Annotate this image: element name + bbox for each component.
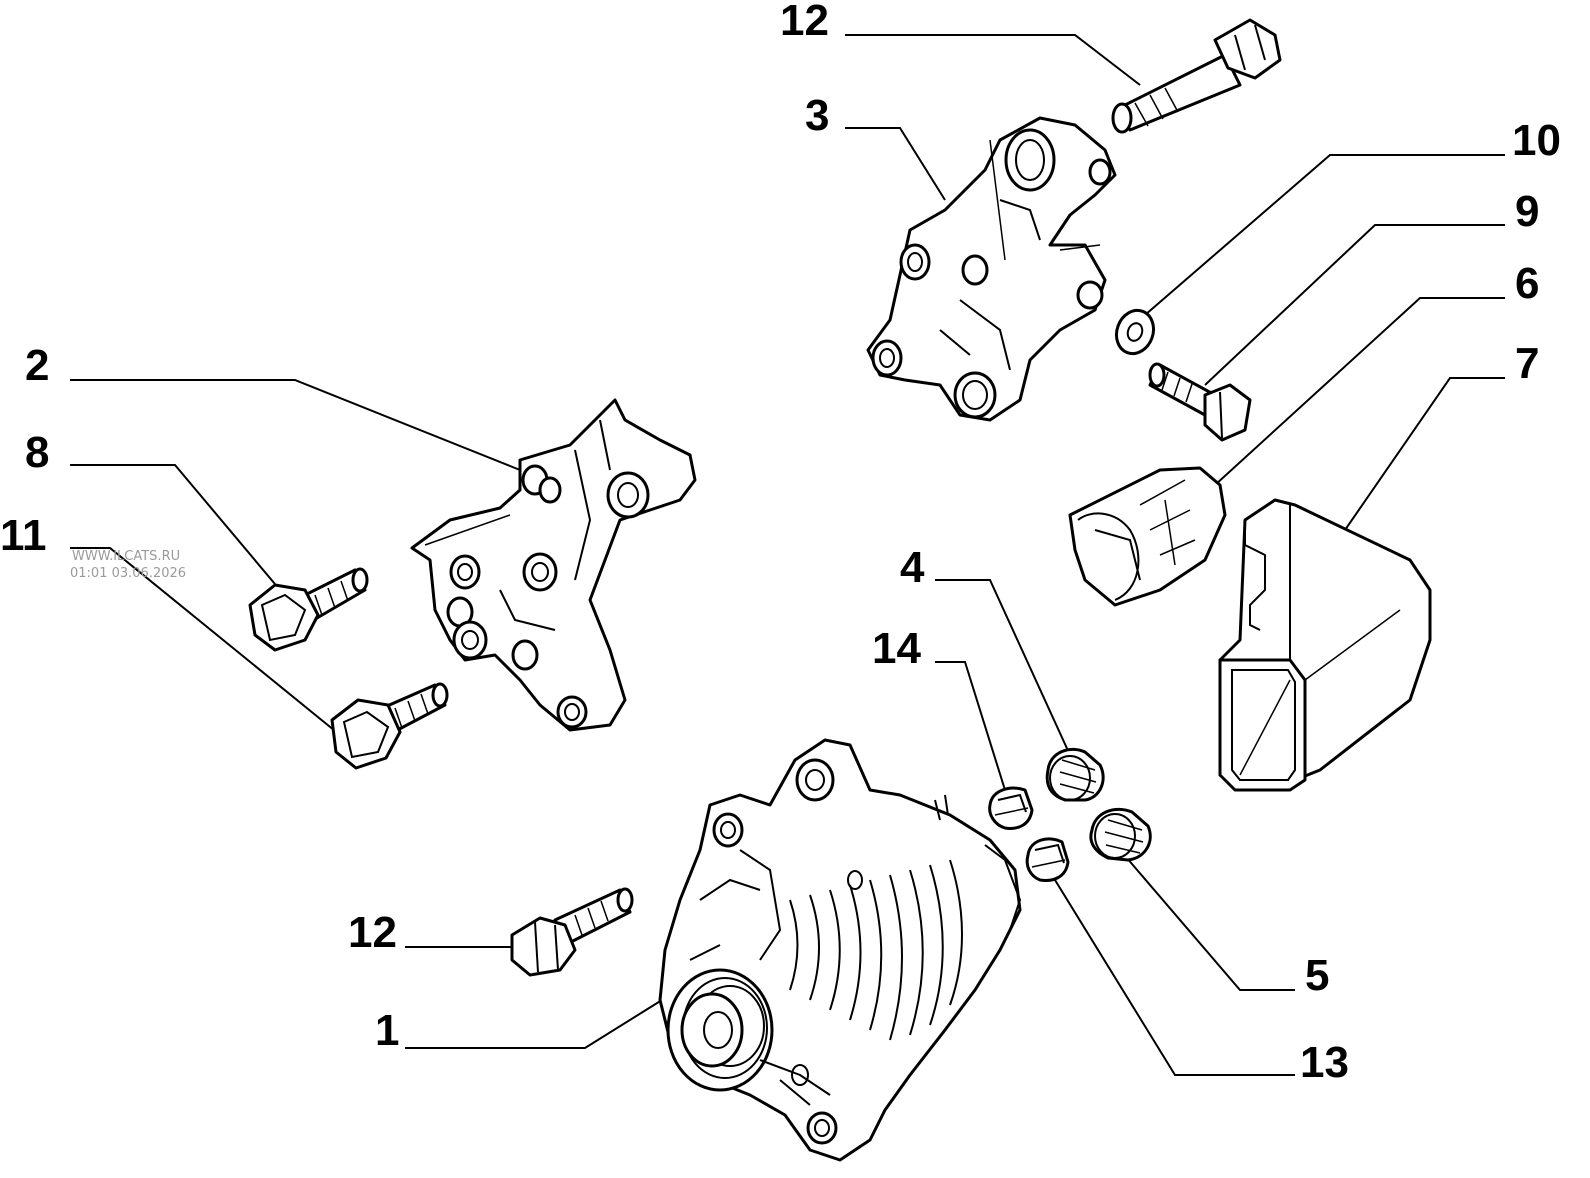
nut-5	[1089, 807, 1152, 862]
callout-11: 11	[0, 511, 47, 560]
leader-2	[70, 379, 521, 471]
callout-13: 13	[1300, 1038, 1349, 1087]
leader-13	[1054, 879, 1295, 1076]
clip-13	[1025, 837, 1070, 882]
callout-labels: 12 3 10 9 6 7 2 8 11 4 14 12 5 1 13	[0, 0, 1561, 1087]
leader-5	[1119, 849, 1295, 991]
cap-6	[1068, 466, 1227, 607]
callout-7: 7	[1515, 339, 1539, 388]
callout-12-bottom: 12	[348, 908, 397, 957]
leader-7	[1344, 377, 1505, 531]
cover-7	[1218, 498, 1432, 792]
bolt-12-top	[1111, 18, 1282, 134]
leader-11	[70, 547, 341, 736]
callout-4: 4	[900, 543, 925, 592]
leader-10	[1144, 154, 1505, 316]
bracket-2	[410, 398, 697, 732]
leader-1	[405, 994, 671, 1049]
callout-14: 14	[872, 624, 921, 673]
callout-2: 2	[25, 341, 49, 390]
bolt-12-bottom	[510, 887, 634, 977]
leader-4	[935, 579, 1071, 756]
alternator-1	[658, 738, 1022, 1162]
callout-6: 6	[1515, 259, 1539, 308]
callout-1: 1	[375, 1006, 399, 1055]
leader-8	[70, 464, 281, 591]
washer-10	[1114, 308, 1156, 356]
bolt-9	[1148, 362, 1252, 442]
bracket-3	[866, 116, 1117, 422]
leader-3	[845, 127, 946, 201]
watermark-timestamp: 01:01 03.06.2026	[70, 566, 186, 581]
leader-lines	[70, 34, 1505, 1076]
clip-14	[988, 786, 1034, 830]
leader-6	[1214, 297, 1505, 486]
bolt-11	[330, 682, 449, 770]
leader-12-top	[845, 34, 1141, 86]
callout-9: 9	[1515, 187, 1539, 236]
bolt-8	[248, 567, 369, 652]
callout-8: 8	[25, 428, 49, 477]
nut-4	[1045, 747, 1105, 802]
callout-3: 3	[805, 91, 829, 140]
leader-14	[935, 661, 1006, 791]
callout-12-top: 12	[780, 0, 829, 45]
callout-10: 10	[1512, 116, 1561, 165]
watermark: WWW.ILCATS.RU 01:01 03.06.2026	[70, 549, 186, 581]
leader-9	[1204, 224, 1505, 386]
callout-5: 5	[1305, 951, 1329, 1000]
watermark-site: WWW.ILCATS.RU	[72, 549, 180, 564]
